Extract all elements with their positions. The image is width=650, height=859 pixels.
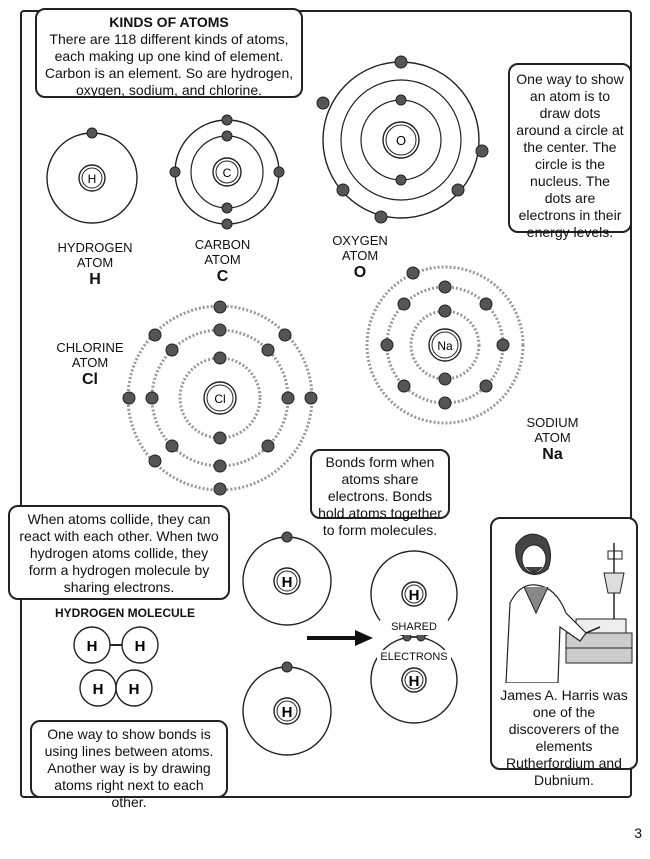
intro-box: KINDS OF ATOMS There are 118 different k… bbox=[35, 8, 303, 98]
hydrogen-name: HYDROGEN ATOM bbox=[57, 240, 133, 270]
sodium-label: SODIUM ATOM Na bbox=[515, 415, 590, 465]
shared-top-label: H bbox=[409, 587, 420, 604]
collide-note-text: When atoms collide, they can react with … bbox=[19, 511, 219, 595]
bonds-note-text: Bonds form when atoms share electrons. B… bbox=[318, 454, 442, 538]
scientist-illustration bbox=[496, 523, 634, 683]
chlorine-atom-diagram: Cl bbox=[122, 300, 318, 496]
oxygen-symbol: O bbox=[353, 264, 367, 281]
chlorine-symbol: Cl bbox=[82, 371, 98, 388]
intro-text: There are 118 different kinds of atoms, … bbox=[44, 31, 294, 98]
carbon-symbol: C bbox=[216, 268, 229, 285]
molecule-line-h2: H bbox=[135, 638, 146, 655]
carbon-atom-diagram: C bbox=[169, 114, 285, 230]
shared-molecule-diagram: H H bbox=[370, 550, 458, 724]
sodium-name: SODIUM ATOM bbox=[526, 415, 579, 445]
representation-note-box: One way to show bonds is using lines bet… bbox=[30, 720, 228, 810]
oxygen-name: OXYGEN ATOM bbox=[332, 233, 388, 263]
colliding-bottom-label: H bbox=[282, 704, 293, 721]
page-frame bbox=[20, 10, 632, 798]
carbon-nucleus-label: C bbox=[223, 166, 232, 180]
chlorine-name: CHLORINE ATOM bbox=[56, 340, 124, 370]
molecule-adjacent-diagram: H H bbox=[79, 669, 153, 707]
bonds-note-box: Bonds form when atoms share electrons. B… bbox=[310, 449, 450, 538]
oxygen-nucleus-label: O bbox=[396, 133, 406, 148]
representation-note-text: One way to show bonds is using lines bet… bbox=[44, 726, 214, 810]
molecule-line-diagram: H H bbox=[73, 626, 159, 664]
reaction-arrow-icon bbox=[307, 630, 373, 646]
colliding-hydrogen-bottom: H bbox=[242, 661, 332, 756]
carbon-name: CARBON ATOM bbox=[194, 237, 251, 267]
page-number: 3 bbox=[634, 825, 642, 841]
colliding-top-label: H bbox=[282, 574, 293, 591]
electrons-label: ELECTRONS bbox=[377, 650, 451, 665]
hydrogen-symbol: H bbox=[89, 271, 101, 288]
shared-label: SHARED bbox=[380, 620, 448, 635]
molecule-adjacent-h2: H bbox=[129, 681, 140, 698]
sodium-atom-diagram: Na bbox=[365, 265, 525, 425]
oxygen-label: OXYGEN ATOM O bbox=[320, 233, 400, 283]
sodium-symbol: Na bbox=[542, 446, 563, 463]
shared-bottom-label: H bbox=[409, 673, 420, 690]
intro-heading: KINDS OF ATOMS bbox=[109, 14, 229, 30]
sodium-nucleus-label: Na bbox=[437, 339, 453, 353]
scientist-caption: James A. Harris was one of the discovere… bbox=[500, 687, 628, 788]
molecule-heading: HYDROGEN MOLECULE bbox=[54, 606, 195, 620]
oxygen-atom-diagram: O bbox=[316, 55, 489, 224]
molecule-line-h1: H bbox=[87, 638, 98, 655]
collide-note-box: When atoms collide, they can react with … bbox=[8, 505, 230, 600]
dots-note-box: One way to show an atom is to draw dots … bbox=[508, 63, 632, 240]
chlorine-nucleus-label: Cl bbox=[214, 392, 225, 406]
hydrogen-label: HYDROGEN ATOM H bbox=[40, 240, 150, 290]
chlorine-label: CHLORINE ATOM Cl bbox=[50, 340, 130, 390]
carbon-label: CARBON ATOM C bbox=[180, 237, 265, 287]
hydrogen-atom-diagram: H bbox=[46, 127, 138, 224]
hydrogen-nucleus-label: H bbox=[88, 172, 97, 186]
colliding-hydrogen-top: H bbox=[242, 531, 332, 626]
scientist-box: James A. Harris was one of the discovere… bbox=[490, 517, 638, 788]
dots-note-text: One way to show an atom is to draw dots … bbox=[516, 71, 624, 240]
molecule-adjacent-h1: H bbox=[93, 681, 104, 698]
